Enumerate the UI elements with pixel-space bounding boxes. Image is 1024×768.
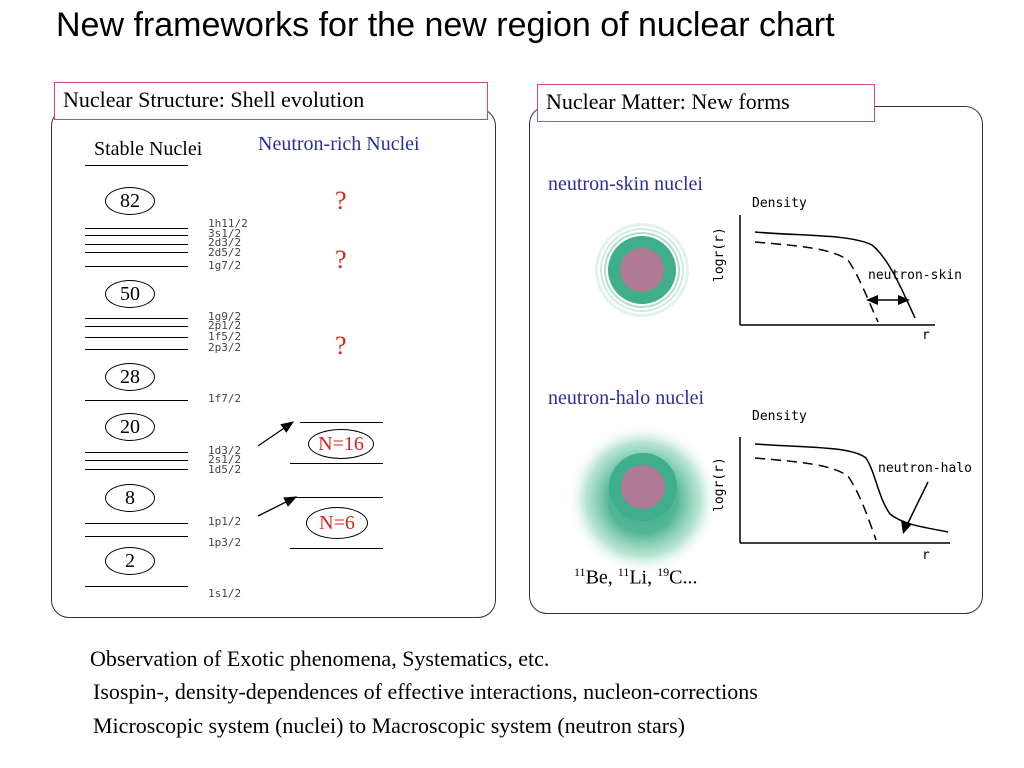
skin-density-label: Density — [752, 196, 807, 211]
level-line — [85, 400, 188, 402]
neutron-halo-annotation: neutron-halo — [878, 461, 972, 476]
bottom-line: Observation of Exotic phenomena, Systema… — [90, 646, 550, 671]
orbital-label: 1p1/2 — [208, 515, 242, 528]
level-line — [85, 337, 188, 339]
new-magic-n6: N=6 — [306, 507, 368, 539]
level-line — [85, 349, 188, 351]
page-title: New frameworks for the new region of nuc… — [56, 6, 835, 44]
neutron-skin-label: neutron-skin nuclei — [548, 173, 703, 195]
orbital-label: 1f7/2 — [208, 392, 242, 405]
orbital-label: 1f5/2 — [208, 330, 242, 343]
orbital-label: 2d5/2 — [208, 246, 242, 259]
orbital-label: 1d5/2 — [208, 463, 242, 476]
orbital-label: 1g7/2 — [208, 259, 242, 272]
neutron-skin-nucleus-image — [595, 223, 689, 317]
skin-neutron-curve — [754, 231, 916, 319]
level-line — [85, 318, 188, 320]
example-mass: 19 — [657, 565, 670, 579]
example-symbol: C... — [669, 566, 698, 589]
stable-nuclei-label: Stable Nuclei — [94, 138, 203, 160]
orbital-label: 1g9/2 — [208, 310, 242, 323]
halo-density-graph — [739, 437, 950, 544]
level-line — [85, 228, 188, 230]
orbital-label: 2d3/2 — [208, 236, 242, 249]
magic-number-50: 50 — [105, 280, 155, 308]
magic-number-82: 82 — [105, 187, 155, 215]
magic-number-2: 2 — [105, 547, 155, 575]
level-line — [85, 469, 188, 471]
example-symbol: Li — [629, 566, 648, 589]
unknown-gap-marker: ? — [335, 245, 347, 274]
unknown-gap-marker: ? — [335, 186, 347, 215]
orbital-label: 1d3/2 — [208, 444, 242, 457]
orbital-label: 2p3/2 — [208, 341, 242, 354]
level-line — [85, 536, 188, 538]
neutron-halo-label: neutron-halo nuclei — [548, 387, 705, 409]
halo-x-axis-label: r — [922, 548, 930, 563]
orbital-label: 2s1/2 — [208, 453, 242, 466]
level-line — [85, 586, 188, 588]
neutron-rich-nuclei-label: Neutron-rich Nuclei — [258, 133, 420, 155]
halo-proton-curve — [754, 457, 877, 541]
skin-density-graph — [739, 215, 935, 326]
level-line — [85, 252, 188, 254]
magic-number-20: 20 — [105, 413, 155, 441]
neutron-halo-nucleus-image — [567, 423, 719, 575]
nuclear-matter-header: Nuclear Matter: New forms — [537, 84, 875, 122]
magic-number-8: 8 — [105, 484, 155, 512]
example-symbol: Be — [585, 566, 608, 589]
level-line — [85, 326, 188, 328]
orbital-label: 2p1/2 — [208, 319, 242, 332]
level-line — [85, 452, 188, 454]
level-line — [85, 235, 188, 237]
skin-x-axis-label: r — [922, 328, 930, 343]
bottom-line: Microscopic system (nuclei) to Macroscop… — [93, 713, 686, 738]
magic-number-28: 28 — [105, 363, 155, 391]
arrow-to-n6 — [257, 496, 298, 517]
neutron-rich-level-line — [290, 497, 383, 499]
example-mass: 11 — [617, 565, 630, 579]
halo-density-label: Density — [752, 409, 807, 424]
neutron-rich-level-line — [300, 422, 383, 424]
halo-examples: 11Be, 11Li, 19C... — [574, 565, 698, 589]
new-magic-n16: N=16 — [308, 429, 374, 459]
unknown-gap-marker: ? — [335, 331, 347, 360]
orbital-label: 1h11/2 — [208, 217, 248, 230]
level-line — [85, 165, 188, 167]
bottom-line: Isospin-, density-dependences of effecti… — [93, 679, 758, 704]
shell-evolution-header: Nuclear Structure: Shell evolution — [54, 82, 488, 120]
example-mass: 11 — [574, 565, 586, 579]
neutron-rich-level-line — [290, 463, 383, 465]
orbital-label: 1p3/2 — [208, 536, 242, 549]
skin-proton-curve — [754, 241, 879, 323]
orbital-label: 3s1/2 — [208, 227, 242, 240]
neutron-rich-level-line — [290, 548, 383, 550]
skin-y-axis-label: logr(r) — [712, 227, 727, 282]
halo-pointer — [905, 481, 929, 528]
level-line — [85, 244, 188, 246]
orbital-label: 1s1/2 — [208, 587, 242, 600]
level-line — [85, 523, 188, 525]
neutron-skin-annotation: neutron-skin — [868, 268, 962, 283]
arrow-to-n16 — [257, 421, 295, 447]
halo-neutron-curve — [754, 443, 949, 533]
level-line — [85, 266, 188, 268]
halo-y-axis-label: logr(r) — [712, 457, 727, 512]
level-line — [85, 460, 188, 462]
